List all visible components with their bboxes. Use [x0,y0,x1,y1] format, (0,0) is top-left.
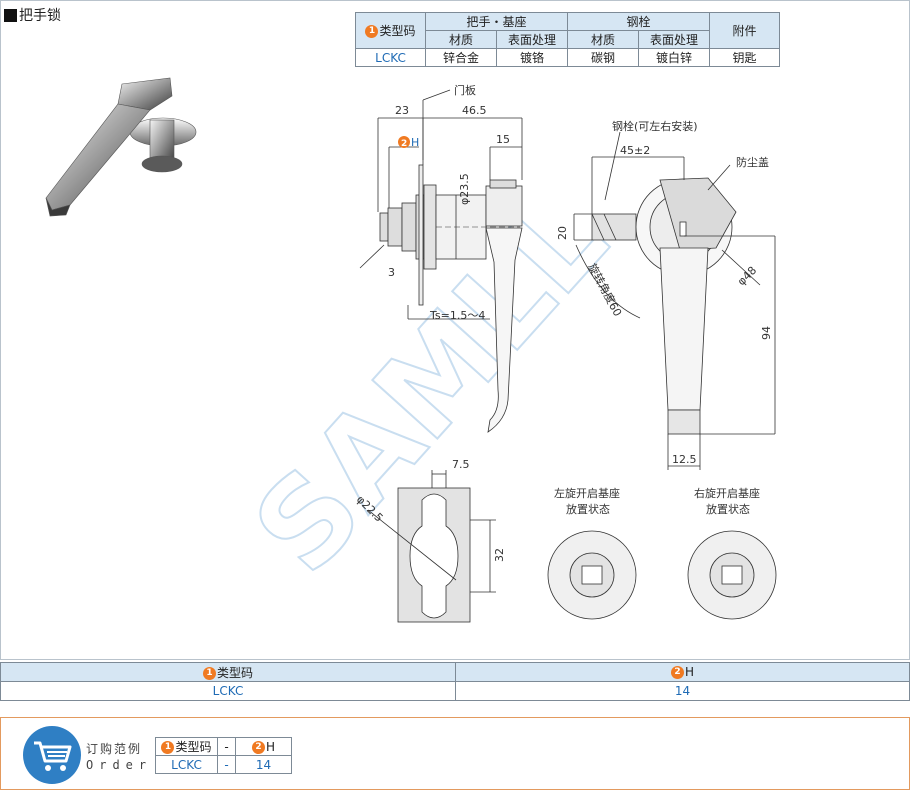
h-label-text: H [411,136,419,149]
label-bolt-note: 钢栓(可左右安装) [612,119,698,133]
dim-15: 15 [496,133,510,146]
h-label: 2 H [398,136,419,149]
dim-dia-48: φ48 [735,264,759,288]
front-view: 钢栓(可左右安装) 45±2 防尘盖 20 φ48 94 12.5 旋转角度60 [556,119,776,470]
dim-23: 23 [395,104,409,117]
spec-value-handle-surface: 镀铬 [496,48,568,67]
dim-dia-23-5: φ23.5 [458,173,471,205]
right-base-line2: 放置状态 [706,502,750,516]
label-dust-cover: 防尘盖 [736,155,769,169]
dim-12-5: 12.5 [672,453,697,466]
right-base-line1: 右旋开启基座 [694,486,760,500]
bottom-code-value: LCKC [0,681,456,701]
order-dash-value: - [217,755,236,774]
side-view: 23 46.5 15 3 Ts=1.5～4 门板 φ23.5 2 H [359,83,523,433]
badge-1-icon: 1 [365,25,379,38]
spec-accessory-header: 附件 [709,12,780,49]
bottom-type-code-label: 类型码 [216,665,253,680]
spec-type-code-label: 类型码 [379,24,416,38]
technical-drawing: SAMLL 23 46.5 [45,77,777,623]
page-title-text: 把手锁 [19,8,61,24]
product-photo [45,77,197,217]
order-h-label: H [265,739,276,754]
left-base-line1: 左旋开启基座 [554,486,620,500]
spec-handle-surface: 表面处理 [496,30,568,49]
dim-32: 32 [493,548,506,562]
shopping-cart-icon [23,726,81,784]
left-base-line2: 放置状态 [566,502,610,516]
spec-bolt-material: 材质 [567,30,639,49]
spec-value-code: LCKC [355,48,426,67]
badge-2-icon: 2 [251,740,265,754]
spec-bolt-surface: 表面处理 [638,30,710,49]
dim-46-5: 46.5 [462,104,487,117]
dim-ts: Ts=1.5～4 [429,309,485,322]
h-badge-num: 2 [401,139,407,149]
spec-value-bolt-surface: 镀白锌 [638,48,710,67]
dim-45: 45±2 [620,144,650,157]
dim-94: 94 [760,326,773,340]
order-h-value: 14 [235,755,292,774]
bottom-h-value: 14 [455,681,910,701]
badge-2-icon: 2 [670,666,684,679]
page-title: 把手锁 [4,5,61,25]
spec-value-accessory: 钥匙 [709,48,780,67]
order-type-code-label: 类型码 [175,740,212,754]
order-code-value: LCKC [155,755,218,774]
title-square-icon [4,8,17,22]
cutout-view: 7.5 φ22.5 32 [354,458,506,623]
order-dash-header: - [217,737,236,756]
dim-3: 3 [388,266,395,279]
order-label-en: Order [86,758,153,772]
badge-1-icon: 1 [161,741,175,754]
right-base-view: 右旋开启基座 放置状态 [687,486,777,620]
left-base-view: 左旋开启基座 放置状态 [547,486,637,620]
order-label-cn: 订购范例 [86,742,143,756]
spec-value-bolt-material: 碳钢 [567,48,639,67]
spec-handle-material: 材质 [425,30,497,49]
badge-1-icon: 1 [202,666,216,680]
label-door-plate: 门板 [454,83,476,97]
bottom-h-label: H [684,665,695,679]
spec-value-handle-material: 锌合金 [425,48,497,67]
dim-20: 20 [556,226,569,240]
dim-7-5: 7.5 [452,458,470,471]
